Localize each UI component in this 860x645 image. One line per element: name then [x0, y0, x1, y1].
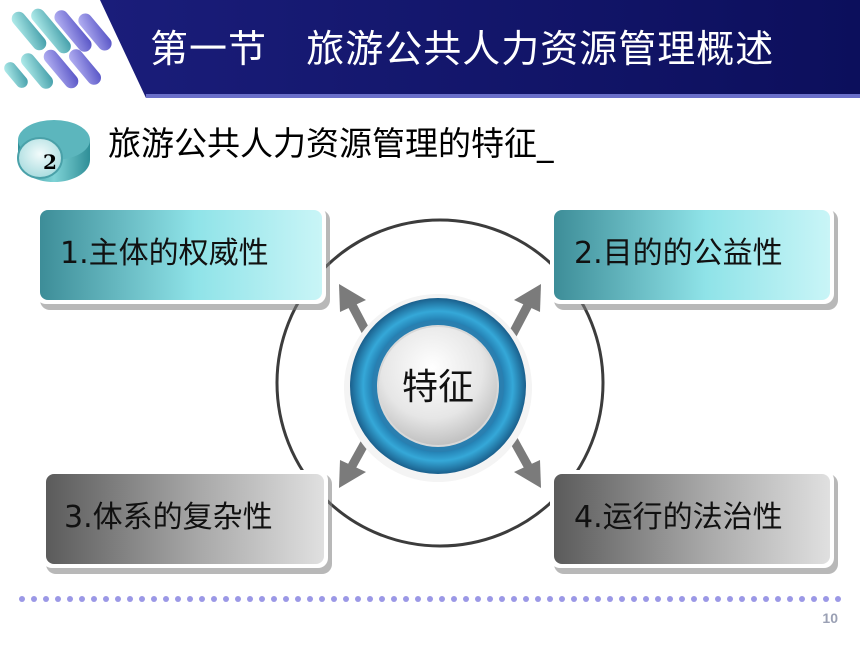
features-diagram: [36, 206, 838, 574]
decorative-cylinders-icon: [4, 8, 112, 89]
center-core: [377, 325, 499, 447]
feature-box-1: [36, 206, 330, 310]
section-badge-icon: [14, 114, 94, 190]
outer-circle: [275, 218, 605, 548]
center-label: 特征: [401, 367, 474, 408]
header-banner: 第一节 旅游公共人力资源管理概述: [0, 0, 860, 98]
feature-label-4: 4.运行的法治性: [574, 500, 783, 535]
feature-box-4: [550, 470, 838, 574]
feature-box-2: [550, 206, 838, 310]
feature-label-2: 2.目的的公益性: [574, 236, 783, 271]
feature-label-3: 3.体系的复杂性: [64, 500, 273, 535]
header-background: [0, 0, 860, 98]
section-title: 旅游公共人力资源管理的特征_: [108, 124, 554, 163]
section-number: 2: [43, 150, 57, 174]
dotted-divider: [19, 596, 841, 602]
page-number: 10: [822, 610, 838, 626]
feature-box-3: [42, 470, 332, 574]
slide-title: 第一节 旅游公共人力资源管理概述: [150, 27, 775, 71]
feature-label-1: 1.主体的权威性: [60, 236, 269, 271]
